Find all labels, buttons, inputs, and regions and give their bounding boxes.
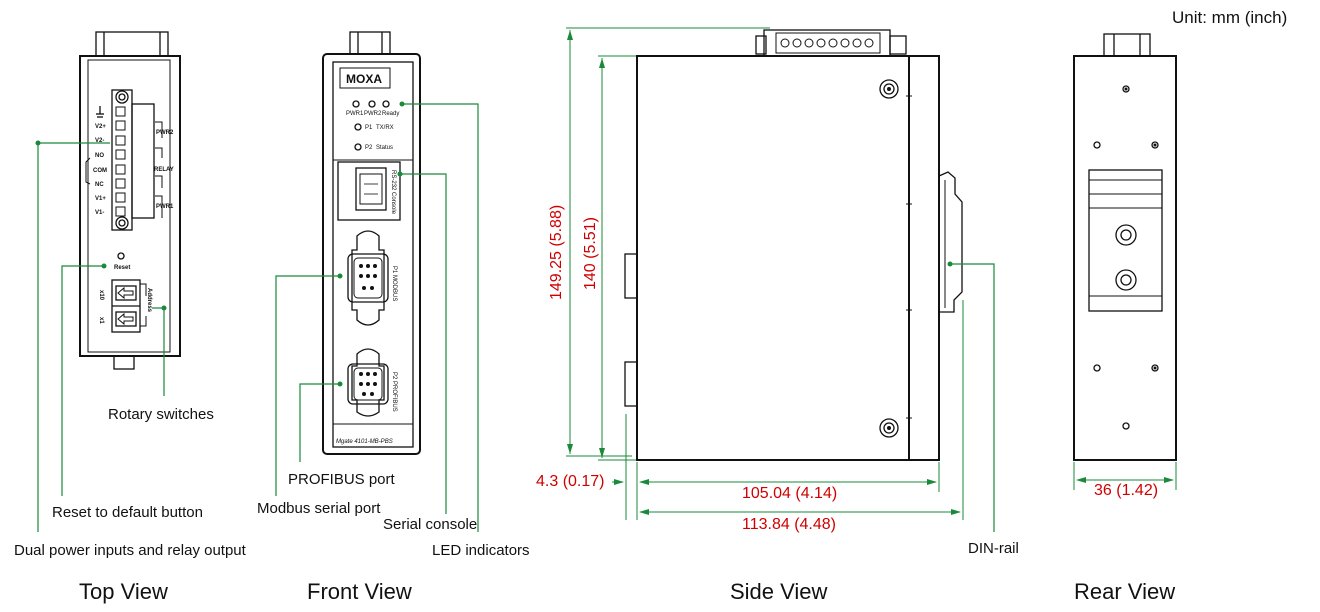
svg-text:V2-: V2- bbox=[95, 138, 104, 144]
svg-text:PWR1: PWR1 bbox=[156, 204, 174, 210]
dim-height-body: 140 (5.51) bbox=[582, 217, 599, 290]
dim-depth-total: 113.84 (4.48) bbox=[742, 516, 836, 533]
unit-label: Unit: mm (inch) bbox=[1172, 8, 1288, 27]
svg-text:RS-232 Console: RS-232 Console bbox=[390, 170, 396, 215]
svg-text:P1 MODBUS: P1 MODBUS bbox=[391, 266, 397, 301]
callout-leaders bbox=[37, 103, 995, 532]
svg-text:Status: Status bbox=[376, 145, 393, 151]
serial-console-label: Serial console bbox=[383, 516, 478, 533]
side-view-title: Side View bbox=[730, 579, 828, 604]
svg-text:PWR2: PWR2 bbox=[364, 111, 382, 117]
top-view-device bbox=[79, 31, 181, 370]
svg-text:Reset: Reset bbox=[114, 265, 130, 271]
svg-text:COM: COM bbox=[93, 168, 107, 174]
brand-logo: MOXA bbox=[346, 72, 382, 86]
front-view-title: Front View bbox=[307, 579, 412, 604]
svg-text:Ready: Ready bbox=[382, 111, 399, 117]
svg-text:x10: x10 bbox=[98, 290, 104, 301]
svg-text:V2+: V2+ bbox=[95, 124, 106, 130]
svg-text:RELAY: RELAY bbox=[154, 167, 174, 173]
top-view-title: Top View bbox=[79, 579, 168, 604]
svg-text:NC: NC bbox=[95, 182, 104, 188]
modbus-port-label: Modbus serial port bbox=[257, 500, 381, 517]
profibus-leader bbox=[299, 383, 340, 462]
svg-text:TX/RX: TX/RX bbox=[376, 125, 394, 131]
svg-text:PWR2: PWR2 bbox=[156, 130, 174, 136]
dim-depth-body: 105.04 (4.14) bbox=[742, 485, 838, 502]
reset-leader bbox=[61, 265, 104, 496]
din-rail-label: DIN-rail bbox=[968, 540, 1019, 557]
rotary-switches-label: Rotary switches bbox=[108, 406, 214, 423]
rear-view-title: Rear View bbox=[1074, 579, 1176, 604]
led-indicators-label: LED indicators bbox=[432, 542, 530, 559]
din-rail-leader bbox=[950, 263, 995, 532]
dim-width: 36 (1.42) bbox=[1094, 482, 1159, 499]
svg-text:x1: x1 bbox=[98, 317, 104, 324]
svg-text:P2: P2 bbox=[365, 145, 373, 151]
svg-text:P1: P1 bbox=[365, 125, 373, 131]
front-view-device bbox=[322, 31, 421, 455]
device-labels: MOXA PWR1 PWR2 Ready P1 TX/RX P2 Status … bbox=[93, 72, 399, 445]
rear-view-device bbox=[1073, 33, 1177, 461]
dual-power-label: Dual power inputs and relay output bbox=[14, 542, 246, 559]
profibus-port-label: PROFIBUS port bbox=[288, 471, 395, 488]
side-view-device bbox=[624, 29, 963, 461]
dim-height-total: 149.25 (5.88) bbox=[548, 204, 565, 300]
svg-text:NO: NO bbox=[95, 153, 104, 159]
svg-text:P2 PROFIBUS: P2 PROFIBUS bbox=[391, 372, 397, 412]
reset-button-label: Reset to default button bbox=[52, 504, 203, 521]
console-leader bbox=[400, 173, 447, 514]
svg-text:Address: Address bbox=[146, 288, 152, 313]
svg-text:V1-: V1- bbox=[95, 210, 104, 216]
modbus-leader bbox=[275, 275, 340, 496]
svg-text:Mgate 4101-MB-PBS: Mgate 4101-MB-PBS bbox=[336, 439, 393, 445]
dimension-lines bbox=[566, 27, 1177, 520]
dim-offset: 4.3 (0.17) bbox=[536, 473, 605, 490]
svg-text:PWR1: PWR1 bbox=[346, 111, 364, 117]
svg-text:V1+: V1+ bbox=[95, 196, 106, 202]
led-leader bbox=[402, 103, 479, 532]
